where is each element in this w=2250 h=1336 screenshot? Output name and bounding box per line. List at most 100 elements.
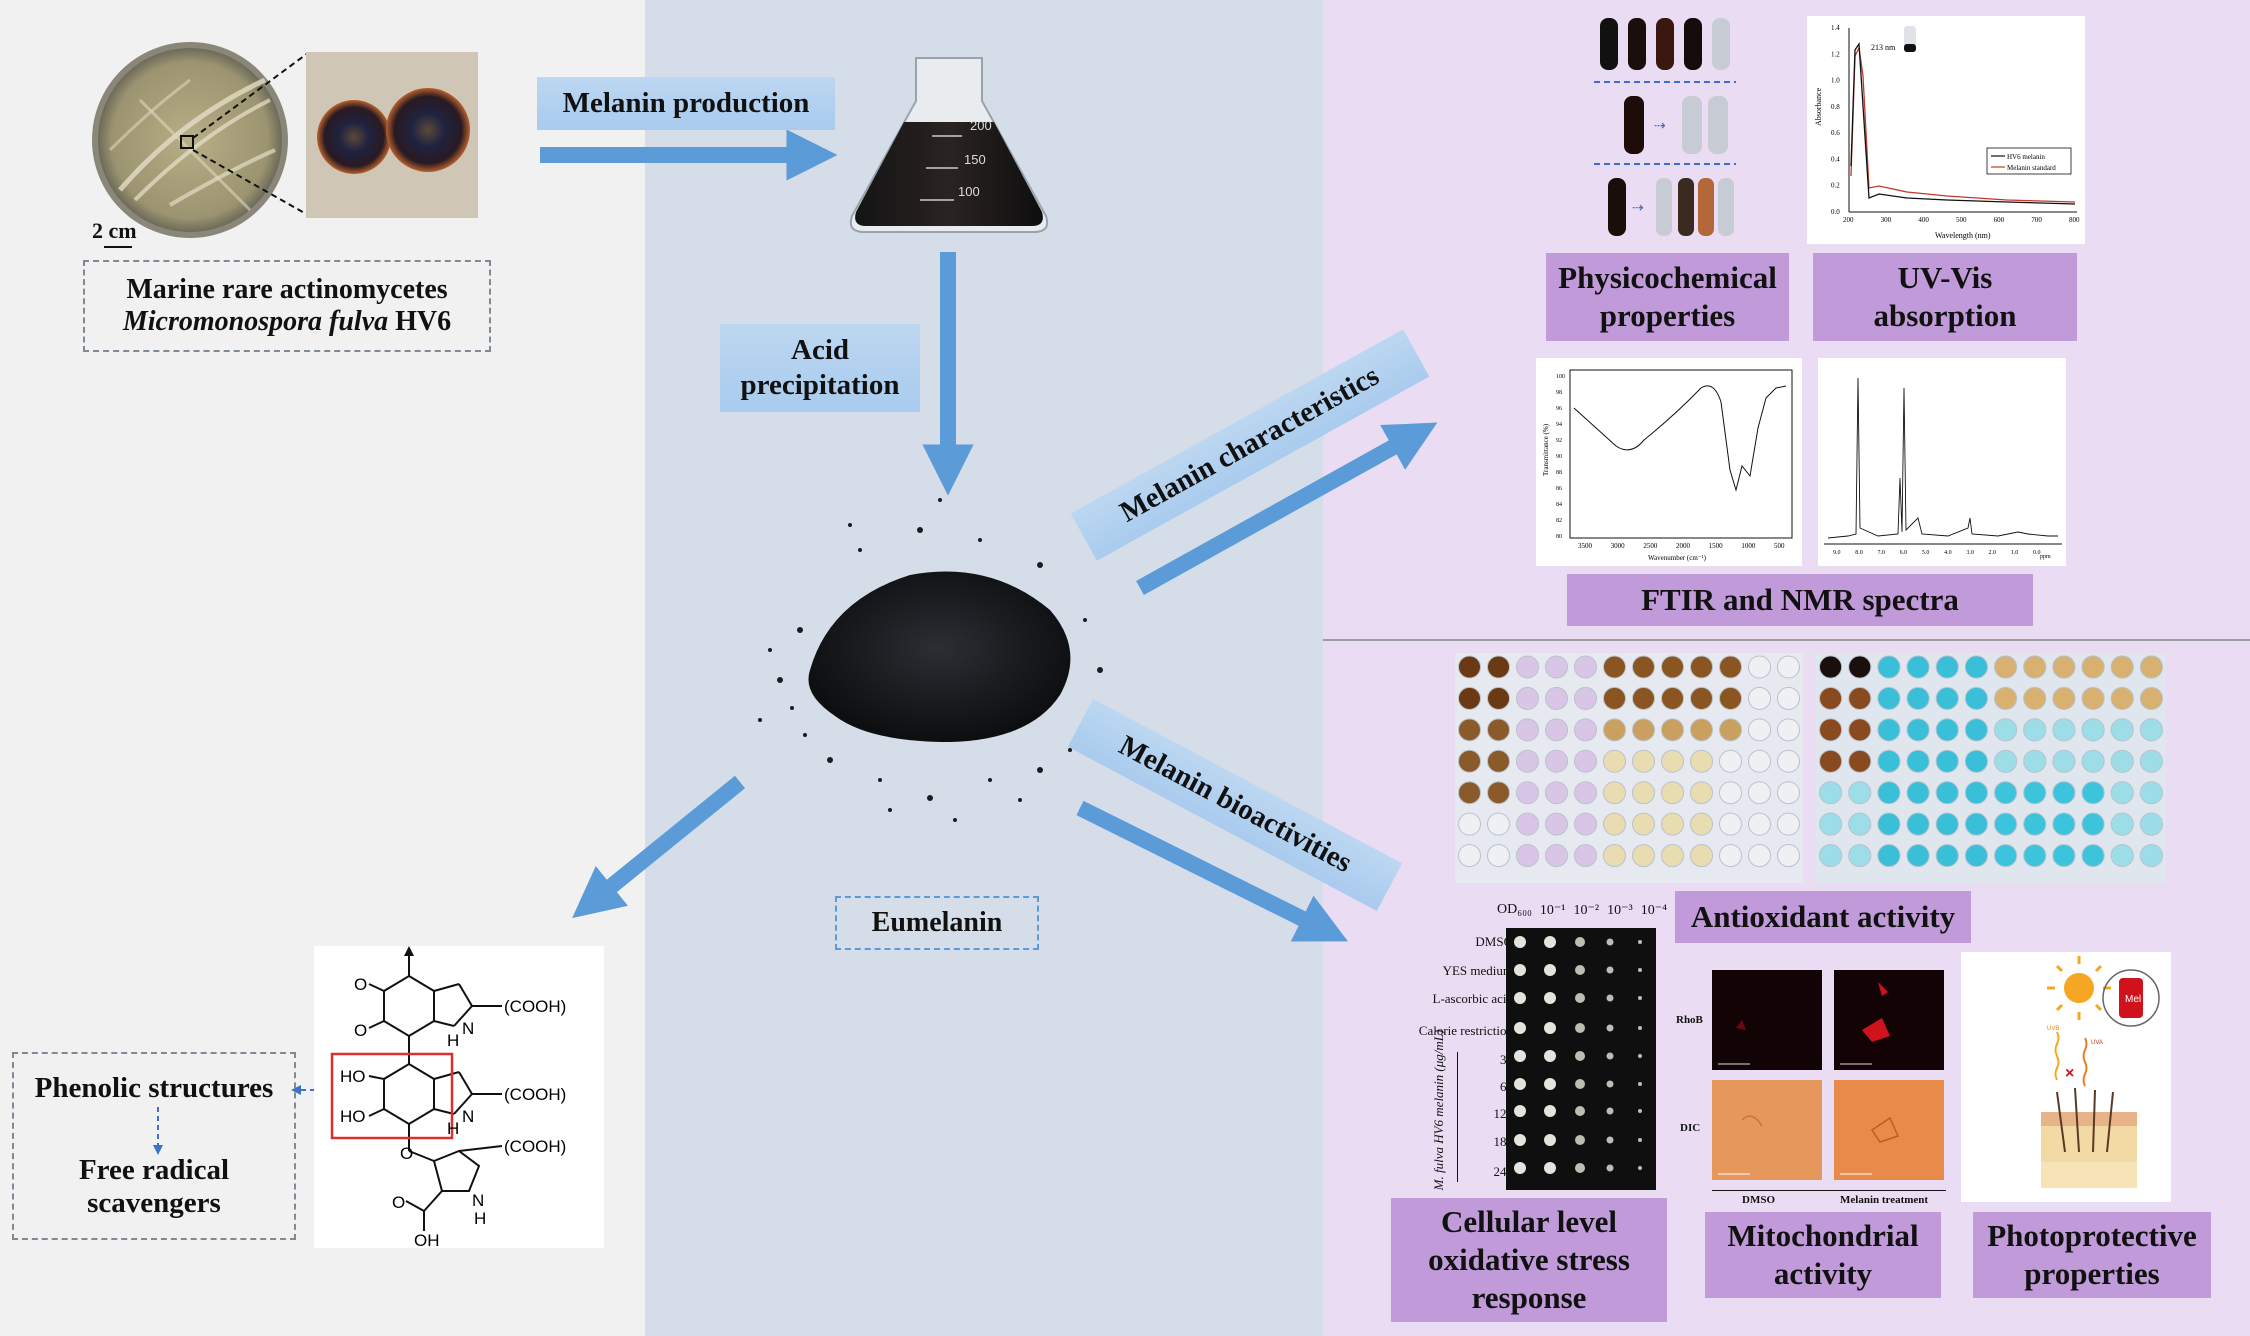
phenolic-label: Phenolic structures <box>34 1072 274 1104</box>
well <box>1544 718 1569 742</box>
spot <box>1606 994 1614 1002</box>
nmr-xtick: 8.0 <box>1855 550 1863 556</box>
spot <box>1575 965 1585 975</box>
spot <box>1544 1134 1556 1146</box>
uv-ylabel: Absorbance <box>1814 87 1823 126</box>
nmr-xtick: 1.0 <box>2011 550 2019 556</box>
spot-row-3: Calorie restriction <box>1418 1023 1513 1038</box>
micro-divider <box>1712 1190 1946 1191</box>
well <box>1602 718 1627 742</box>
ftir-xtick: 500 <box>1774 542 1785 550</box>
well <box>1877 718 1901 742</box>
well <box>1848 718 1872 742</box>
spot-row-2: L-ascorbic acid <box>1432 991 1513 1006</box>
structure-caption: Phenolic structures Free radical scaveng… <box>12 1052 296 1240</box>
well <box>1660 844 1685 868</box>
well <box>1689 781 1714 805</box>
well <box>1776 686 1801 710</box>
uv-ytick: 0.8 <box>1831 103 1840 111</box>
atom-n3: N <box>472 1191 484 1210</box>
well <box>1631 686 1656 710</box>
ftir-xtick: 1000 <box>1741 542 1756 550</box>
well <box>1573 686 1598 710</box>
petri-dish <box>92 42 288 238</box>
ftir-xtick: 2000 <box>1676 542 1691 550</box>
well <box>1747 749 1772 773</box>
well <box>1994 781 2018 805</box>
arrow-bioactivities <box>1076 800 1348 942</box>
spot <box>1606 1024 1614 1032</box>
spot <box>1514 964 1526 976</box>
label-acid-precipitation: Acid precipitation <box>720 324 920 412</box>
ftir-xtick: 2500 <box>1643 542 1658 550</box>
atom-ho1: HO <box>340 1067 366 1086</box>
spot <box>1575 993 1585 1003</box>
well <box>1848 655 1872 679</box>
well <box>2110 686 2134 711</box>
well <box>1486 844 1511 868</box>
atom-o2: O <box>354 1021 367 1040</box>
well <box>1994 843 2018 868</box>
well <box>2081 781 2105 805</box>
spot <box>1606 1136 1614 1144</box>
well <box>1486 655 1511 679</box>
well <box>1935 812 1959 836</box>
spot <box>1544 936 1556 948</box>
label-uvvis: UV-Vis absorption <box>1813 253 2077 341</box>
well <box>1747 655 1772 679</box>
uv-ytick: 0.4 <box>1831 155 1840 163</box>
well <box>1602 749 1627 773</box>
well <box>1718 686 1743 710</box>
well <box>1544 781 1569 805</box>
label-mitochondrial: Mitochondrial activity <box>1705 1212 1941 1298</box>
spot-conc-label: M. fulva HV6 melanin (μg/mL) <box>1431 1029 1446 1191</box>
well <box>1935 843 1959 868</box>
uv-xtick: 400 <box>1918 216 1929 224</box>
nmr-unit: ppm <box>2040 554 2051 560</box>
well <box>2052 718 2076 742</box>
well <box>2081 686 2105 711</box>
label-cellular: Cellular level oxidative stress response <box>1391 1198 1667 1322</box>
well <box>1935 781 1959 805</box>
well <box>2139 718 2163 742</box>
spot <box>1514 1134 1526 1146</box>
well <box>1848 781 1872 805</box>
well <box>1515 749 1540 773</box>
svg-text:⇢: ⇢ <box>1632 199 1644 215</box>
source-title-line2: Micromonospora fulva HV6 <box>123 306 451 338</box>
micro-row-1: DIC <box>1680 1122 1701 1134</box>
well <box>1660 812 1685 836</box>
nmr-xtick: 2.0 <box>1989 550 1997 556</box>
well <box>2023 749 2047 773</box>
well <box>1660 655 1685 679</box>
spot <box>1575 1079 1585 1089</box>
source-strain: HV6 <box>388 306 452 337</box>
well <box>1515 812 1540 836</box>
micro-col-0: DMSO <box>1742 1194 1775 1206</box>
flask-mark-100: 100 <box>958 184 980 199</box>
well <box>1935 749 1959 773</box>
nmr-xtick: 5.0 <box>1922 550 1930 556</box>
spot-col-header-4: 10⁻⁴ <box>1640 903 1667 918</box>
nmr-xtick: 3.0 <box>1966 550 1974 556</box>
atom-h3: H <box>474 1209 486 1228</box>
spot <box>1514 1078 1526 1090</box>
well <box>1819 655 1843 679</box>
well <box>1819 812 1843 836</box>
ftir-ytick: 90 <box>1556 454 1562 460</box>
spot <box>1575 1163 1585 1173</box>
structure-panel: O O (COOH) H N HO HO (COOH) N H O (COOH)… <box>314 946 604 1250</box>
ftir-ytick: 96 <box>1556 406 1562 412</box>
well <box>1602 655 1627 679</box>
uv-ytick: 0.0 <box>1831 208 1840 216</box>
source-species: Micromonospora fulva <box>122 306 389 337</box>
well <box>1848 812 1872 836</box>
ftir-xtick: 3000 <box>1611 542 1626 550</box>
well <box>1906 843 1930 868</box>
free-radical-line1: Free radical <box>78 1154 230 1186</box>
well <box>1964 655 1989 679</box>
nmr-xtick: 7.0 <box>1877 550 1885 556</box>
uv-xtick: 500 <box>1956 216 1967 224</box>
